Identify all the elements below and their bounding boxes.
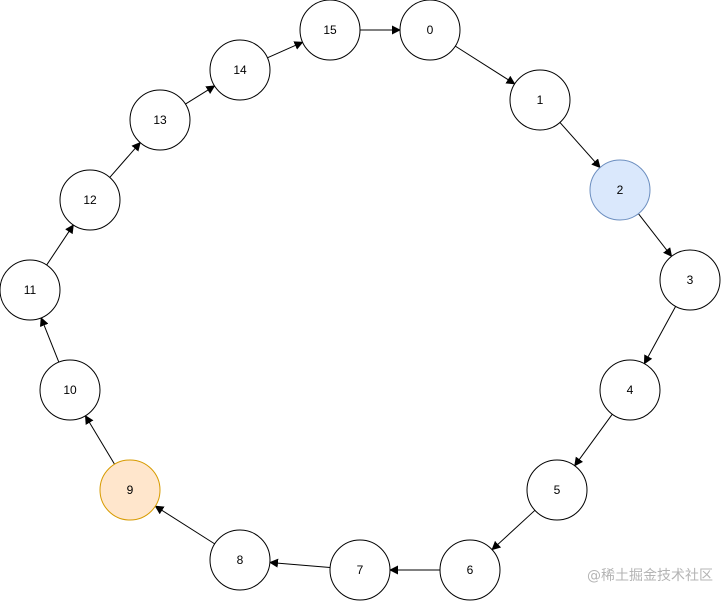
node-circle-15 (299, 0, 361, 61)
node-circle-7 (329, 539, 391, 601)
node-circle-2 (589, 159, 651, 221)
edge-13-to-14 (185, 85, 216, 105)
edge-11-to-12 (46, 224, 74, 266)
edge-12-to-13 (109, 141, 141, 178)
node-circle-10 (39, 359, 101, 421)
edge-14-to-15 (267, 41, 304, 59)
edge-8-to-9 (154, 505, 215, 545)
node-label-13: 13 (153, 113, 167, 127)
node-circle-1 (509, 69, 571, 131)
node-circle-13 (129, 89, 191, 151)
node-circle-9 (99, 459, 161, 521)
node-label-0: 0 (427, 23, 434, 37)
edge-7-to-8 (269, 558, 331, 569)
node-label-1: 1 (537, 93, 544, 107)
node-label-4: 4 (627, 383, 634, 397)
node-label-3: 3 (687, 273, 694, 287)
node-11: 11 (0, 259, 61, 321)
edge-3-to-4 (643, 306, 677, 365)
node-13: 13 (129, 89, 191, 151)
edge-2-to-3 (638, 213, 673, 258)
node-circle-0 (399, 0, 461, 61)
node-label-15: 15 (323, 23, 337, 37)
node-0: 0 (399, 0, 461, 61)
node-6: 6 (439, 539, 501, 601)
edge-0-to-1 (455, 45, 516, 85)
edge-9-to-10 (84, 414, 115, 465)
node-3: 3 (659, 249, 721, 311)
node-label-11: 11 (24, 283, 37, 297)
node-label-10: 10 (63, 383, 77, 397)
node-2: 2 (589, 159, 651, 221)
node-label-12: 12 (83, 193, 97, 207)
node-10: 10 (39, 359, 101, 421)
edge-4-to-5 (574, 413, 613, 467)
node-label-6: 6 (467, 563, 474, 577)
node-5: 5 (526, 459, 588, 521)
node-circle-4 (599, 359, 661, 421)
node-label-9: 9 (127, 483, 134, 497)
node-4: 4 (599, 359, 661, 421)
node-15: 15 (299, 0, 361, 61)
node-circle-11 (0, 259, 61, 321)
node-12: 12 (59, 169, 121, 231)
node-9: 9 (99, 459, 161, 521)
watermark-text: @稀土掘金技术社区 (587, 568, 713, 584)
node-label-14: 14 (233, 63, 247, 77)
node-label-5: 5 (554, 483, 561, 497)
node-1: 1 (509, 69, 571, 131)
node-circle-14 (209, 39, 271, 101)
node-label-8: 8 (237, 553, 244, 567)
node-circle-5 (526, 459, 588, 521)
node-14: 14 (209, 39, 271, 101)
node-8: 8 (209, 529, 271, 591)
node-circle-3 (659, 249, 721, 311)
node-label-7: 7 (357, 563, 364, 577)
edge-1-to-2 (559, 122, 601, 169)
edges (39, 25, 677, 575)
node-circle-6 (439, 539, 501, 601)
node-circle-12 (59, 169, 121, 231)
node-circle-8 (209, 529, 271, 591)
edge-10-to-11 (39, 317, 60, 363)
node-label-2: 2 (617, 183, 624, 197)
node-7: 7 (329, 539, 391, 601)
edge-5-to-6 (491, 509, 536, 551)
